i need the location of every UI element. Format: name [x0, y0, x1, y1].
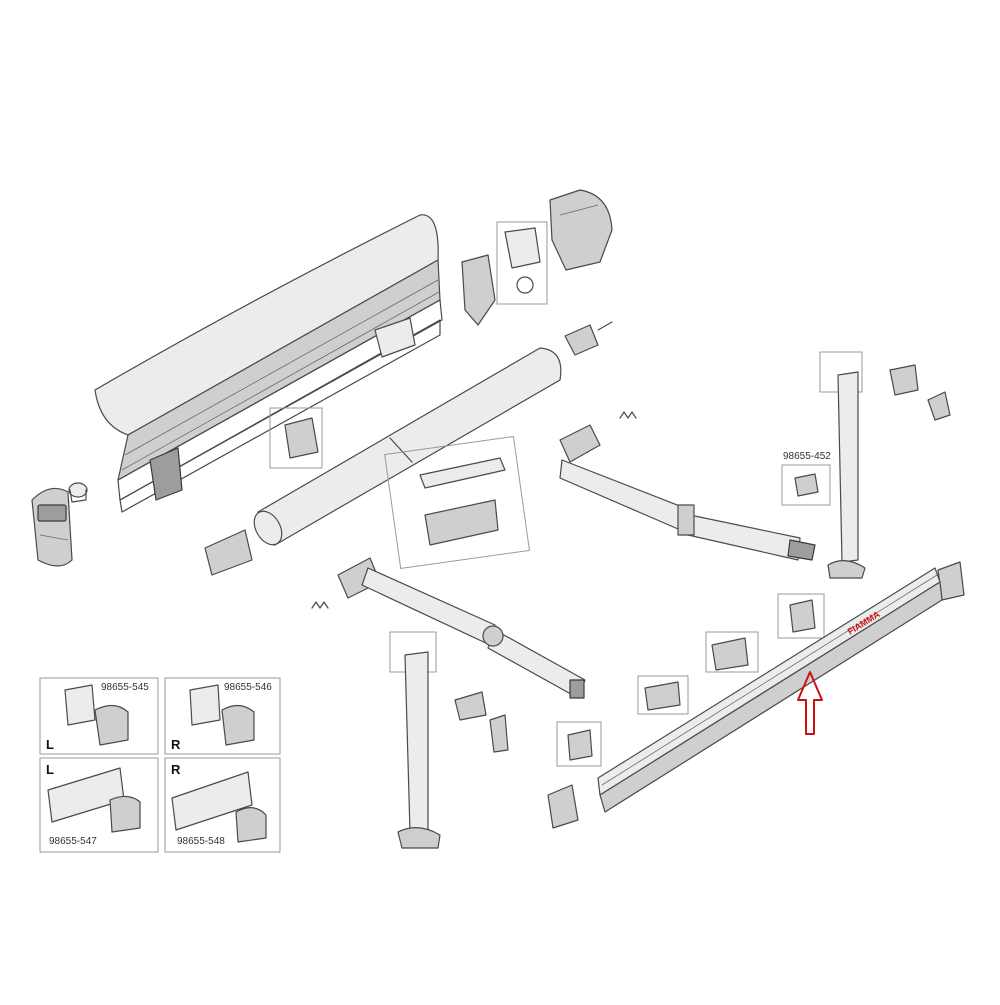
highlight-arrow-icon	[797, 671, 823, 735]
part-number-left-long: 98655-547	[49, 836, 97, 847]
springs	[311, 411, 637, 609]
lead-rail-clip	[269, 407, 323, 469]
right-end-cap-set	[461, 189, 613, 326]
left-arm	[337, 557, 586, 699]
part-number-right-short: 98655-546	[224, 682, 272, 693]
left-support-leg	[389, 631, 509, 849]
left-end-cap	[31, 487, 73, 567]
tension-bracket-box	[384, 435, 531, 570]
front-lead-bar: FIAMMA	[597, 567, 943, 813]
end-plug	[68, 482, 88, 503]
side-mark-right-short: R	[171, 737, 181, 752]
part-number-right-long: 98655-548	[177, 836, 225, 847]
side-mark-right-long: R	[171, 762, 181, 777]
awning-case	[94, 214, 443, 513]
part-number-roof-caps: 98655-452	[783, 451, 831, 462]
right-support-leg	[781, 351, 951, 579]
side-mark-left-long: L	[46, 762, 54, 777]
roller-tube	[204, 321, 613, 576]
bracket-kit-grid	[39, 677, 281, 853]
side-mark-left-short: L	[46, 737, 54, 752]
mounting-clips	[547, 561, 965, 829]
right-arm	[559, 424, 816, 561]
part-number-left-short: 98655-545	[101, 682, 149, 693]
